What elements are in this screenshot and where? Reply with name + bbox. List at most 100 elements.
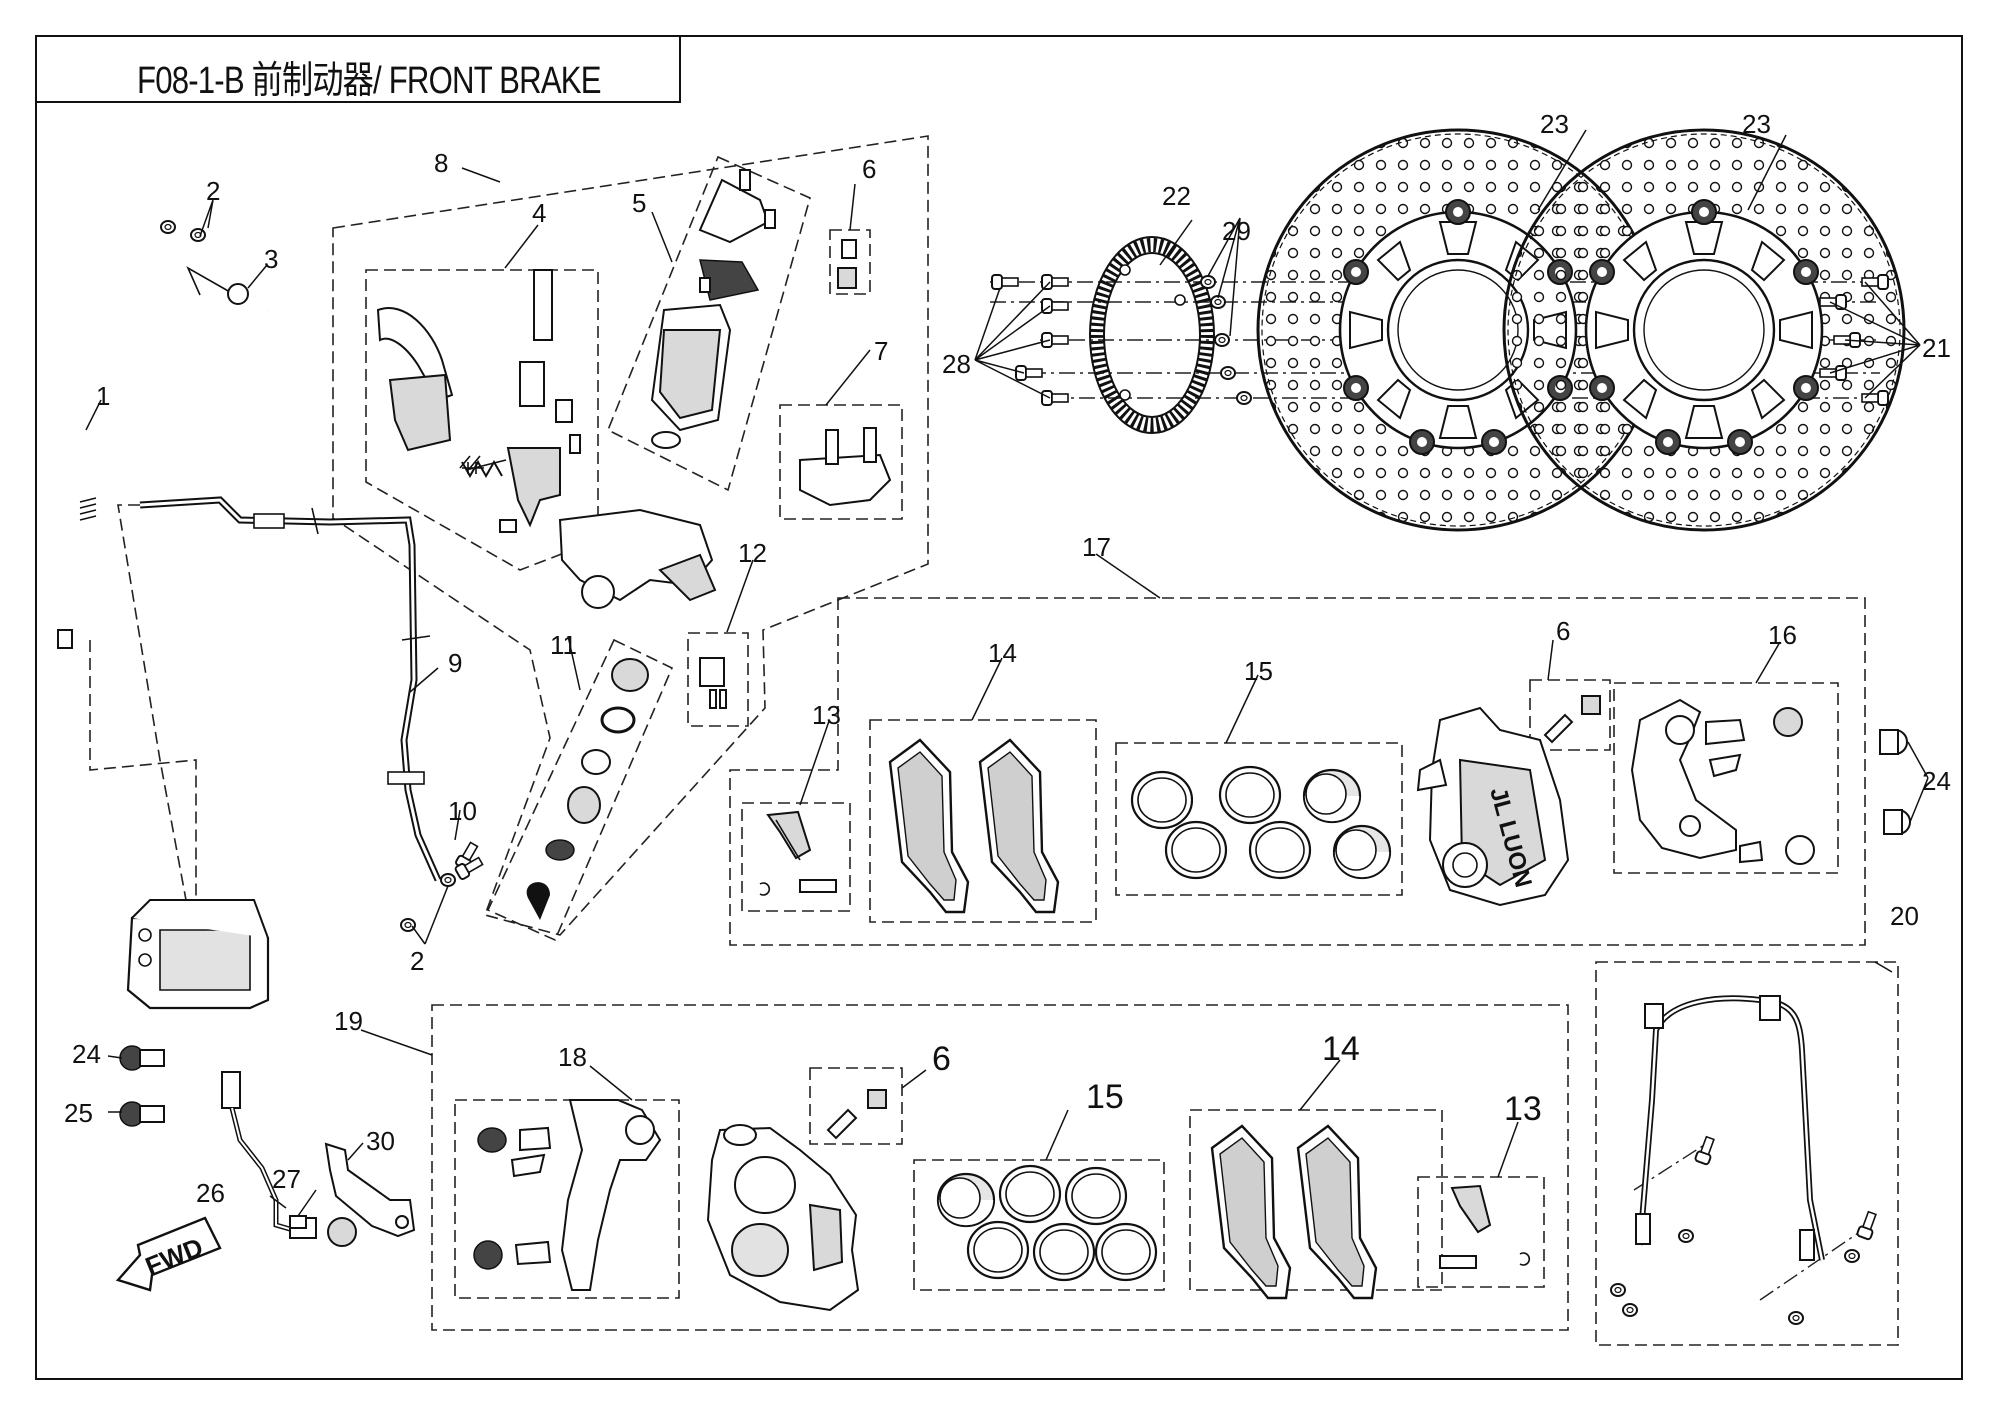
piston-icon	[936, 1172, 996, 1228]
hose-1-to-abs-line	[89, 640, 197, 900]
callout-16: 16	[1768, 620, 1797, 650]
brake-hose-icon-20	[1635, 995, 1825, 1261]
banjo-bolt-icon	[1855, 1209, 1880, 1241]
brake-caliper-icon: JL LUON	[1416, 706, 1570, 907]
piston-seal-icon	[1218, 765, 1282, 825]
callout-23: 23	[1540, 109, 1569, 139]
caliper-bolt-icon	[119, 1101, 165, 1127]
piston-seal-icon	[1064, 1166, 1128, 1226]
disc-bolt-icon	[1041, 332, 1069, 348]
group-17-box	[729, 597, 1866, 946]
callout-5: 5	[632, 188, 646, 218]
callout-15: 15	[1086, 1078, 1124, 1116]
piston-seal-icon	[1032, 1222, 1096, 1282]
group-5-box	[606, 155, 811, 492]
group-13-bottom-box	[1417, 1176, 1545, 1288]
group-14-bottom-box	[1189, 1109, 1443, 1291]
brake-pad-icon	[1210, 1124, 1292, 1300]
callout-11: 11	[550, 630, 577, 660]
callout-30: 30	[366, 1126, 395, 1156]
callout-4: 4	[532, 198, 546, 228]
callout-24: 24	[72, 1039, 101, 1069]
callout-6: 6	[1556, 616, 1570, 646]
callout-1: 1	[96, 381, 110, 411]
callout-6: 6	[862, 154, 876, 184]
brake-pad-icon	[978, 738, 1060, 914]
sensor-bolt-icon	[289, 1215, 307, 1229]
hose-20-bolt-line-2	[1759, 1224, 1871, 1301]
piston-seal-icon	[1094, 1222, 1158, 1282]
callout-13: 13	[812, 700, 841, 730]
washer-icon	[400, 918, 416, 932]
callout-21: 21	[1922, 333, 1951, 363]
callout-20: 20	[1890, 901, 1919, 931]
clamp-icon	[799, 427, 892, 507]
callout-14: 14	[1322, 1030, 1360, 1068]
disc-bolt-icon	[1041, 390, 1069, 406]
bleeder-screw-icon	[837, 239, 857, 289]
piston-kit-icon	[526, 658, 649, 920]
group-8-box	[332, 135, 929, 936]
callout-13: 13	[1504, 1090, 1542, 1128]
fwd-arrow-icon: FWD	[115, 1216, 222, 1292]
caliper-bracket-icon	[1630, 698, 1815, 865]
brake-hose-icon-1	[57, 266, 270, 649]
callout-9: 9	[448, 648, 462, 678]
group-6-bottom-box	[809, 1067, 903, 1145]
callout-28: 28	[942, 349, 971, 379]
group-13-top-box	[741, 802, 851, 912]
washer-icon	[1214, 333, 1230, 347]
hose-9-to-abs-line	[117, 504, 187, 901]
adjuster-icon	[459, 399, 581, 533]
group-15-bottom-box	[913, 1159, 1165, 1291]
callout-18: 18	[558, 1042, 587, 1072]
callout-12: 12	[738, 538, 767, 568]
callout-7: 7	[874, 336, 888, 366]
washer-icon	[160, 220, 176, 234]
bleeder-screw-icon	[1543, 695, 1601, 744]
washer-icon	[1678, 1229, 1694, 1243]
washer-icon	[190, 228, 206, 242]
brake-lever-icon	[376, 307, 454, 452]
caliper-bracket-icon	[473, 1099, 662, 1291]
title-block: F08-1-B 前制动器/ FRONT BRAKE	[35, 35, 681, 103]
sensor-bracket-icon	[324, 1142, 416, 1238]
caliper-bolt-icon	[119, 1045, 165, 1071]
drawing-frame	[35, 35, 1963, 1380]
callout-17: 17	[1082, 532, 1111, 562]
washer-icon	[1788, 1311, 1804, 1325]
callout-22: 22	[1162, 181, 1191, 211]
reservoir-icon	[650, 169, 776, 449]
banjo-bolt-icon	[227, 283, 249, 305]
brake-hose-icon-9	[139, 496, 442, 882]
callout-14: 14	[988, 638, 1017, 668]
callout-29: 29	[1222, 216, 1251, 246]
disc-bolt-icon	[1041, 298, 1069, 314]
callout-10: 10	[448, 796, 477, 826]
piston-icon	[1332, 824, 1392, 880]
disc-bolt-icon	[1015, 365, 1043, 381]
group-11-box	[486, 638, 674, 942]
abs-modulator-icon	[126, 899, 270, 1010]
washer-icon	[1236, 391, 1252, 405]
washer-icon	[1844, 1249, 1860, 1263]
callout-15: 15	[1244, 656, 1273, 686]
piston-seal-icon	[1130, 770, 1194, 830]
group-19-box	[431, 1004, 1569, 1331]
callout-25: 25	[64, 1098, 93, 1128]
washer-icon	[1200, 275, 1216, 289]
piston-seal-icon	[998, 1164, 1062, 1224]
group-7-box	[779, 404, 903, 520]
brake-pad-icon	[888, 738, 970, 914]
group-15-top-box	[1115, 742, 1403, 896]
washer-icon	[440, 873, 456, 887]
switch-icon	[699, 657, 727, 709]
callout-6: 6	[932, 1040, 951, 1078]
brake-caliper-icon	[706, 1124, 860, 1312]
callout-2: 2	[206, 176, 220, 206]
group-4-box	[365, 269, 599, 571]
callout-labels: 1 2 2 3 4 5 6 6 6 7 8 9 10 11 12 13 13 1…	[64, 109, 1951, 1208]
washer-icon	[1220, 366, 1236, 380]
group-12-box	[687, 632, 749, 727]
